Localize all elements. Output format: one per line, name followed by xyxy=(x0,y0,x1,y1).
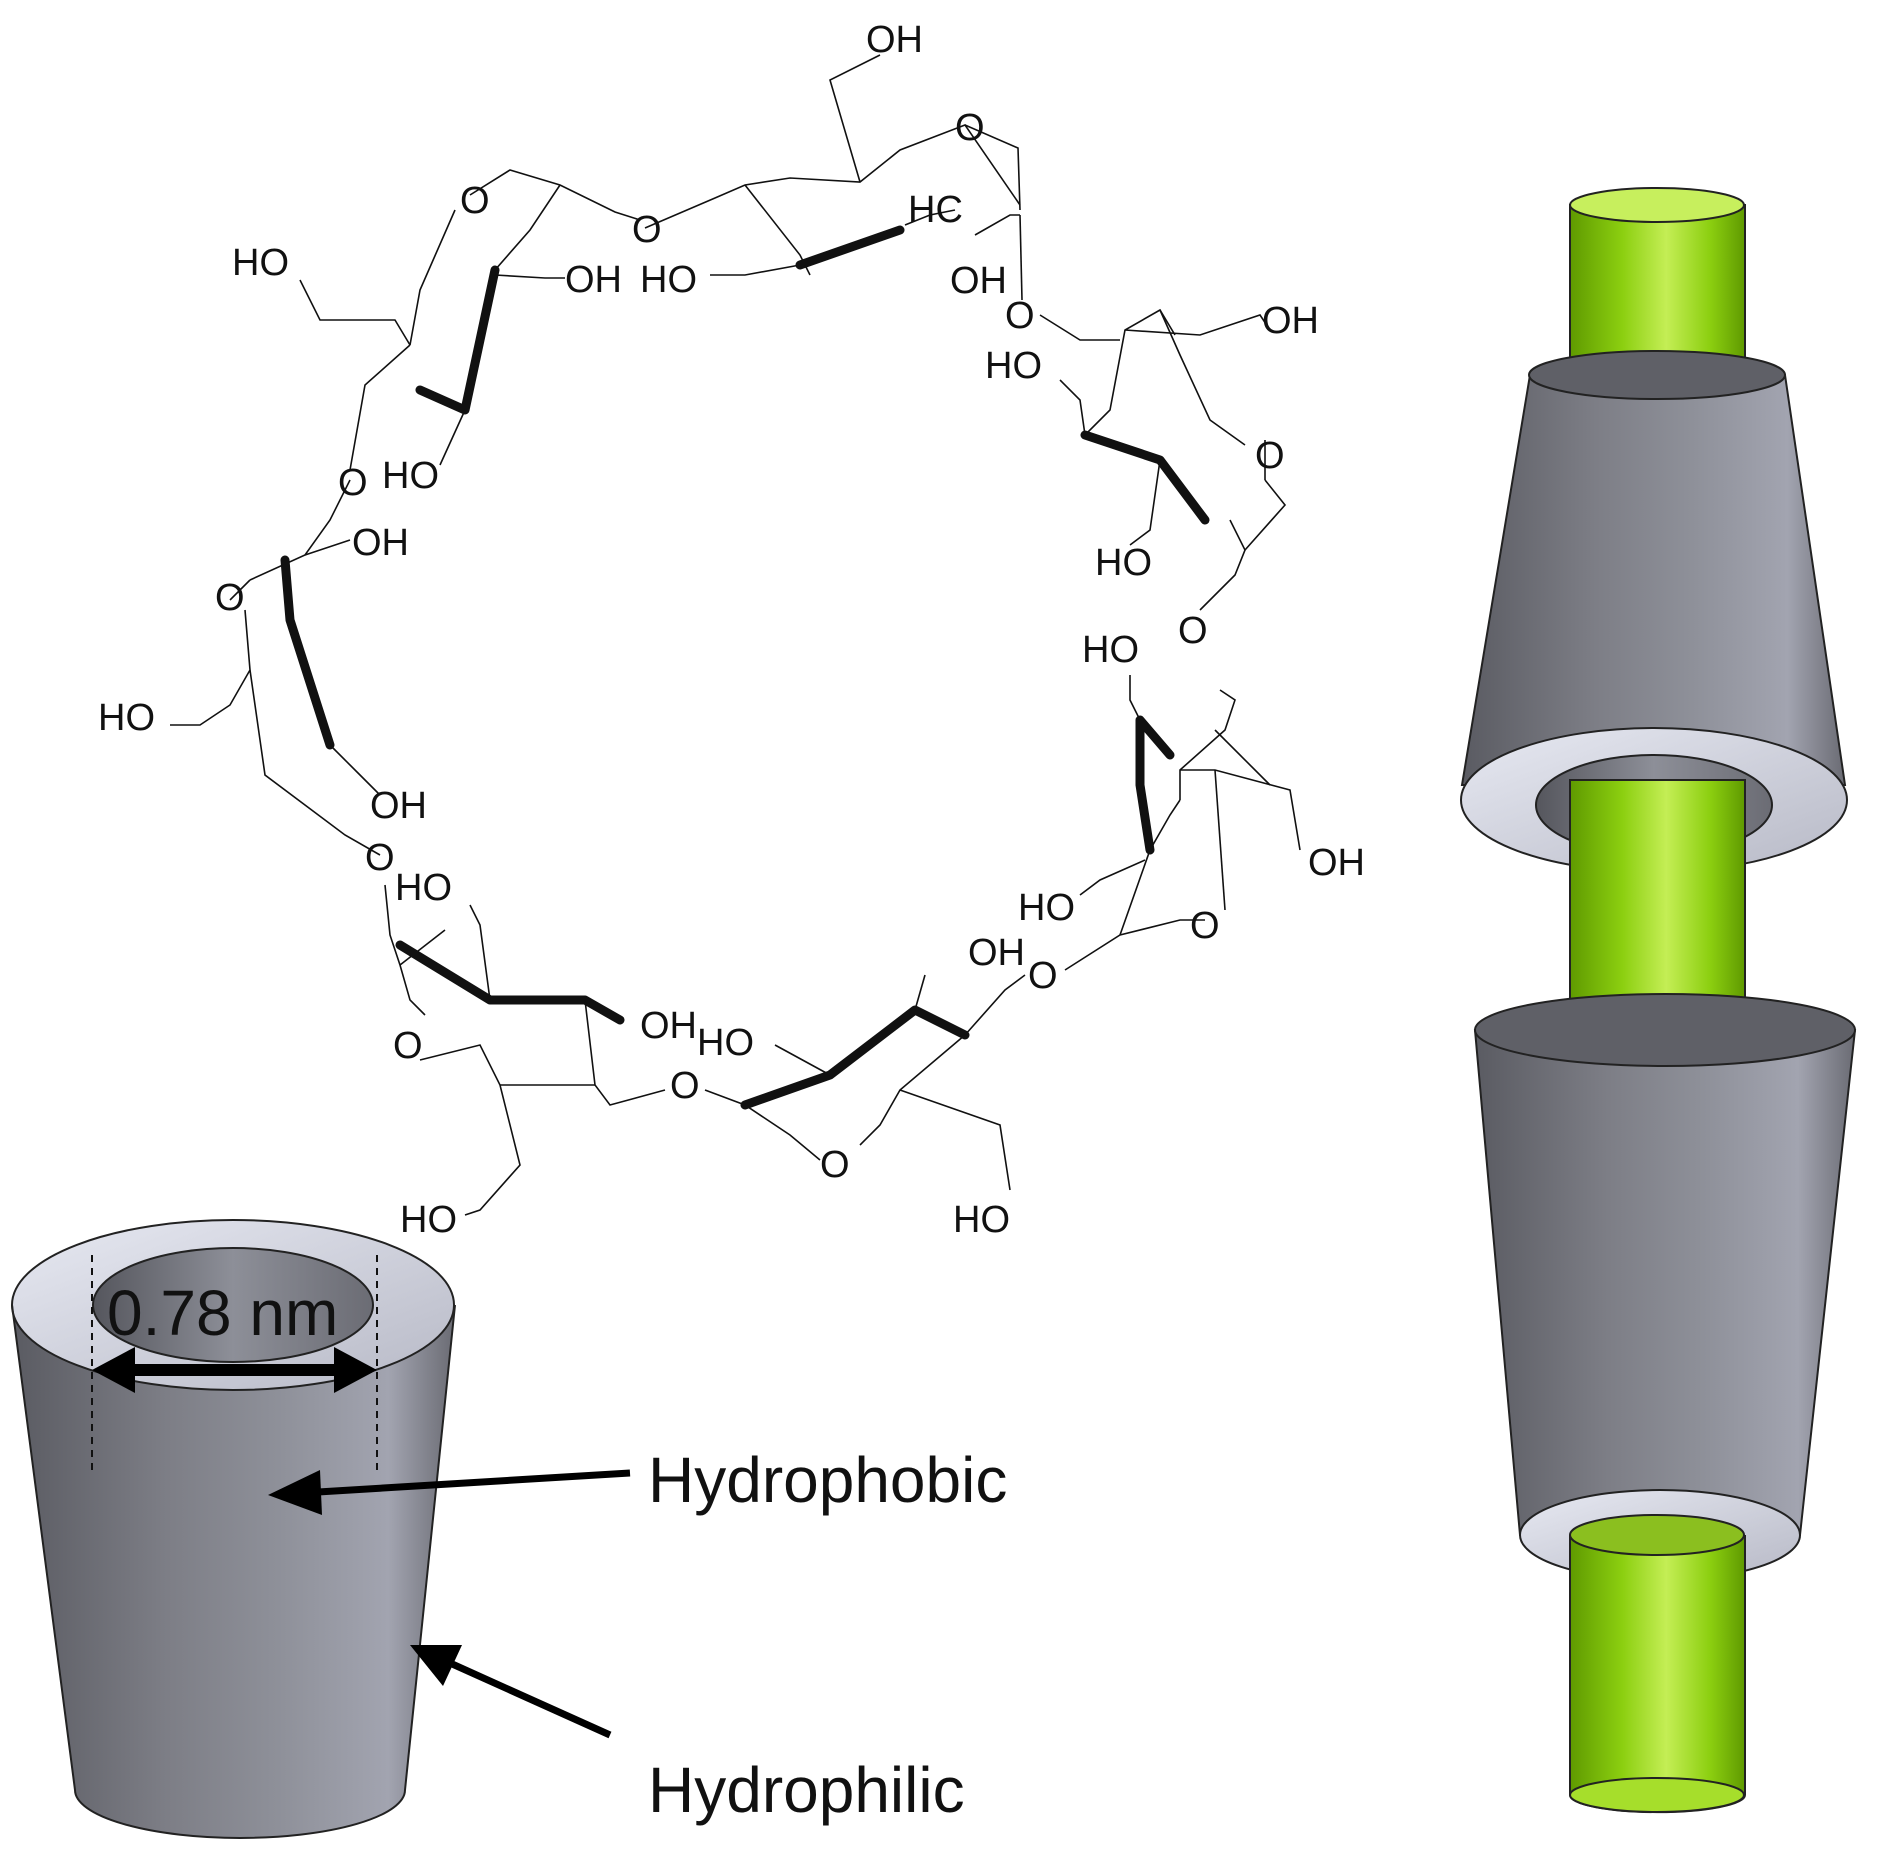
hydrophilic-label: Hydrophilic xyxy=(648,1754,965,1826)
atom-oh: OH xyxy=(1308,842,1365,884)
host-cone-upper xyxy=(1460,374,1847,786)
host-cone-lower xyxy=(1473,1029,1857,1536)
atom-ring-o: O xyxy=(215,577,245,619)
cone-body xyxy=(12,1305,455,1838)
atom-ho: HO xyxy=(1082,629,1139,671)
atom-ho: HO xyxy=(1018,887,1075,929)
atom-oh: OH xyxy=(565,259,622,301)
atom-ho: HO xyxy=(382,455,439,497)
atom-oh: OH xyxy=(950,260,1007,302)
atom-ho: HO xyxy=(640,259,697,301)
atom-ring-o: O xyxy=(1005,295,1035,337)
atom-ring-o: O xyxy=(632,209,662,251)
atom-hc: HC xyxy=(908,189,963,231)
hydrophobic-label: Hydrophobic xyxy=(648,1444,1007,1516)
inclusion-complex-illustration xyxy=(1460,187,1857,1814)
cone-property-labels: Hydrophobic Hydrophilic xyxy=(268,1444,1007,1826)
atom-ring-o: O xyxy=(955,107,985,149)
dimension-label: 0.78 nm xyxy=(107,1277,338,1349)
atom-oh: OH xyxy=(640,1005,697,1047)
atom-ho: HO xyxy=(232,242,289,284)
atom-oh: OH xyxy=(370,785,427,827)
molecule-bonds xyxy=(170,54,1301,1216)
atom-ring-o: O xyxy=(460,180,490,222)
atom-ring-o: O xyxy=(365,837,395,879)
atom-ring-o: O xyxy=(393,1025,423,1067)
atom-ho: HO xyxy=(98,697,155,739)
atom-ring-o: O xyxy=(1028,955,1058,997)
atom-ring-o: O xyxy=(1178,610,1208,652)
atom-ring-o: O xyxy=(670,1065,700,1107)
atom-ring-o: O xyxy=(1255,435,1285,477)
arrow-hydrophilic-icon xyxy=(410,1645,462,1686)
atom-ring-o: O xyxy=(1190,905,1220,947)
atom-ho: HO xyxy=(395,867,452,909)
arrow-right-icon xyxy=(334,1347,377,1393)
guest-tube-bottom xyxy=(1569,1535,1746,1814)
atom-ho: HO xyxy=(697,1022,754,1064)
cone-cavity xyxy=(92,1247,374,1363)
cavity-diameter-indicator: 0.78 nm xyxy=(91,1255,378,1475)
cyclodextrin-cone xyxy=(11,1219,456,1839)
atom-ring-o: O xyxy=(820,1144,850,1186)
atom-oh: OH xyxy=(1262,300,1319,342)
atom-oh: OH xyxy=(968,932,1025,974)
atom-ring-o: O xyxy=(338,462,368,504)
atom-ho: HO xyxy=(953,1199,1010,1241)
atom-oh: OH xyxy=(352,522,409,564)
atom-ho: HO xyxy=(985,345,1042,387)
atom-ho: HO xyxy=(1095,542,1152,584)
arrow-left-icon xyxy=(92,1347,135,1393)
molecule-atom-labels: OH O O O HC HO OH HO OH O OH HO O O HO O… xyxy=(98,19,1365,1241)
atom-ho: HO xyxy=(400,1199,457,1241)
arrow-hydrophobic-icon xyxy=(268,1470,322,1515)
atom-oh: OH xyxy=(866,19,923,61)
